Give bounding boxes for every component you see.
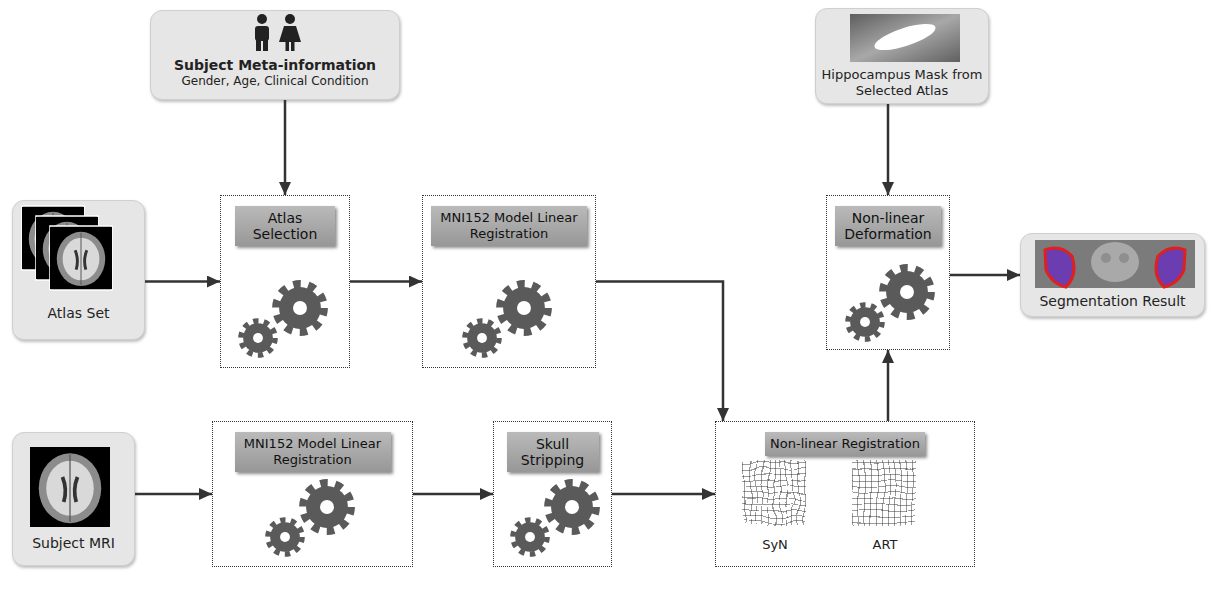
step-label: Non-linear Deformation bbox=[835, 206, 941, 246]
woman-leg bbox=[291, 41, 295, 51]
people-icon bbox=[255, 14, 301, 51]
flow-arrow bbox=[145, 280, 220, 283]
man-leg bbox=[263, 39, 268, 51]
flow-arrow bbox=[596, 282, 723, 422]
flow-arrow bbox=[950, 274, 1020, 277]
process-box: MNI152 Model Linear Registration bbox=[212, 421, 413, 567]
warped-grid bbox=[852, 460, 916, 526]
box-label: Atlas Set bbox=[43, 305, 113, 321]
atlas-frame bbox=[22, 206, 84, 270]
process-box: Non-linear RegistrationSyN ART bbox=[715, 421, 975, 567]
hippocampus-image bbox=[850, 14, 960, 62]
mask-box: Hippocampus Mask from Selected Atlas bbox=[815, 8, 989, 104]
gear-icon bbox=[513, 520, 547, 554]
method-caption: ART bbox=[873, 537, 898, 552]
step-label: Atlas Selection bbox=[235, 206, 335, 246]
man-leg bbox=[256, 39, 261, 51]
atlas-images bbox=[22, 206, 112, 290]
mask-background bbox=[850, 14, 960, 62]
box-label: Segmentation Result bbox=[1035, 293, 1189, 309]
atlas-set-box: Atlas Set bbox=[12, 200, 145, 340]
gear-icon bbox=[276, 284, 324, 332]
mri-box: Subject MRI bbox=[12, 432, 135, 566]
meta-info-box: Subject Meta-informationGender, Age, Cli… bbox=[150, 10, 400, 100]
art-grid bbox=[852, 460, 916, 526]
meta-title: Subject Meta-information bbox=[174, 57, 376, 74]
flow-arrow bbox=[887, 104, 890, 195]
right-hippocampus bbox=[1156, 248, 1185, 287]
gear-icon bbox=[883, 268, 931, 316]
gears bbox=[241, 268, 931, 554]
atlas-brain bbox=[22, 207, 84, 269]
atlas-brain bbox=[50, 227, 112, 289]
step-label: MNI152 Model Linear Registration bbox=[235, 432, 391, 472]
atlas-brain bbox=[36, 217, 98, 279]
gear-icon bbox=[241, 321, 275, 355]
method-caption: SyN bbox=[762, 537, 788, 552]
step-label: Skull Stripping bbox=[507, 432, 599, 472]
gear-icon bbox=[303, 483, 351, 531]
man-body bbox=[255, 26, 269, 41]
atlas-frame bbox=[36, 216, 98, 280]
segmentation-background bbox=[1035, 240, 1195, 288]
step-label: MNI152 Model Linear Registration bbox=[431, 206, 587, 246]
man-head bbox=[257, 14, 267, 24]
gear-icon bbox=[268, 520, 302, 554]
gear-icon bbox=[500, 284, 548, 332]
mask-shape bbox=[872, 19, 938, 56]
gear-icon bbox=[548, 483, 596, 531]
gear-icon bbox=[465, 321, 499, 355]
process-box: MNI152 Model Linear Registration bbox=[422, 195, 596, 368]
atlas-frame bbox=[50, 226, 112, 290]
step-label: Non-linear Registration bbox=[765, 432, 925, 456]
segmentation-image bbox=[1035, 240, 1195, 288]
woman-head bbox=[285, 14, 295, 24]
brainstem-shape bbox=[1091, 242, 1139, 282]
grid-background bbox=[742, 460, 806, 526]
brainstem-detail bbox=[1119, 253, 1129, 263]
mask-label: Hippocampus Mask from Selected Atlas bbox=[816, 67, 988, 99]
process-box: Skull Stripping bbox=[493, 421, 612, 567]
flow-arrow bbox=[284, 100, 287, 195]
flow-arrow bbox=[887, 350, 890, 421]
process-box: Non-linear Deformation bbox=[826, 195, 950, 350]
left-hippocampus bbox=[1045, 248, 1074, 287]
process-box: Atlas Selection bbox=[220, 195, 350, 368]
result-box: Segmentation Result bbox=[1020, 233, 1205, 317]
brainstem-detail bbox=[1101, 253, 1111, 263]
woman-leg bbox=[286, 41, 290, 51]
woman-dress bbox=[279, 26, 301, 42]
flow-arrow bbox=[350, 280, 422, 283]
gear-icon bbox=[848, 305, 882, 339]
subject-mri-image bbox=[30, 447, 110, 527]
flow-arrow bbox=[612, 493, 715, 496]
syn-grid bbox=[742, 460, 806, 526]
meta-subtitle: Gender, Age, Clinical Condition bbox=[181, 74, 368, 89]
warped-grid bbox=[742, 460, 806, 526]
flow-arrow bbox=[135, 493, 212, 496]
flow-arrow bbox=[413, 493, 493, 496]
grid-background bbox=[852, 460, 916, 526]
box-label: Subject MRI bbox=[28, 535, 119, 551]
